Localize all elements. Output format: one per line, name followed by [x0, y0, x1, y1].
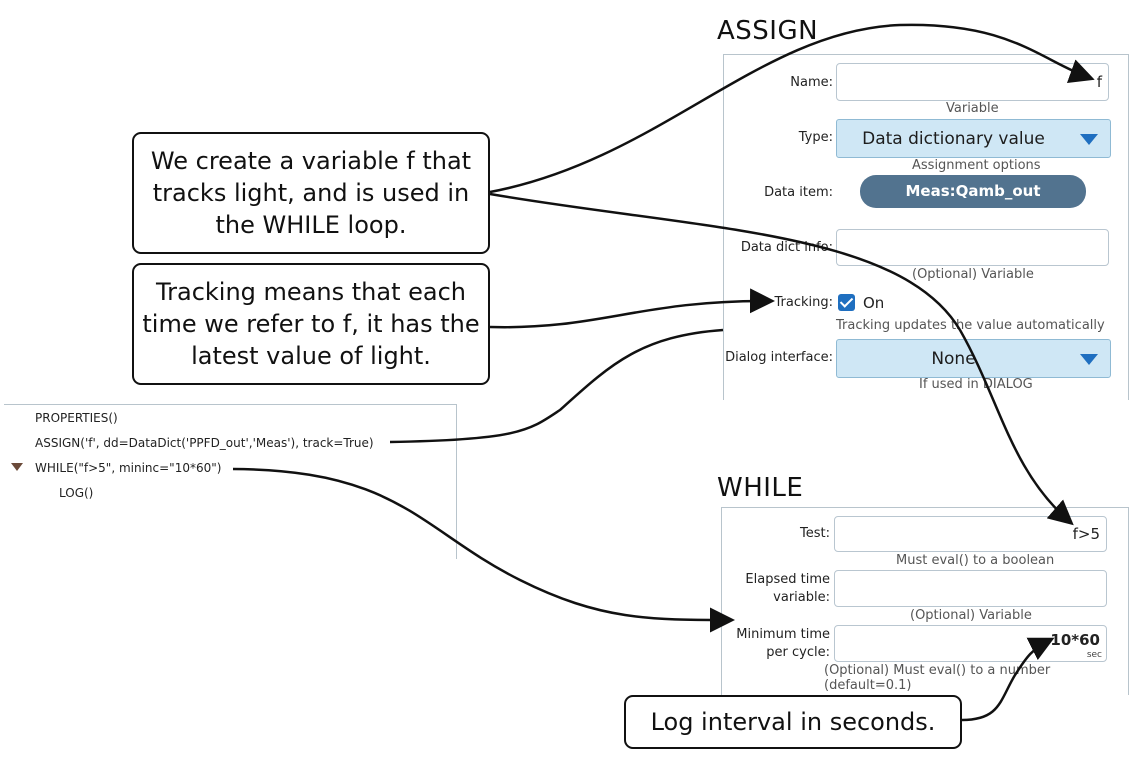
callout-tracking-line-1: Tracking means that each [156, 278, 466, 306]
data-item-button[interactable]: Meas:Qamb_out [860, 175, 1086, 208]
name-field[interactable]: f [836, 63, 1109, 101]
test-hint: Must eval() to a boolean [896, 553, 1055, 568]
data-item-label: Data item: [764, 185, 833, 200]
dd-info-label: Data dict info: [740, 240, 833, 255]
name-hint: Variable [946, 101, 999, 116]
callout-variable: We create a variable f that tracks light… [132, 132, 490, 254]
mincycle-field[interactable]: 10*60 sec [834, 625, 1107, 662]
callout-log-interval: Log interval in seconds. [624, 695, 962, 749]
tracking-value: On [863, 294, 885, 312]
assign-section-title: ASSIGN [717, 16, 819, 46]
callout-tracking-line-3: latest value of light. [191, 342, 431, 370]
callout-tracking: Tracking means that each time we refer t… [132, 263, 490, 385]
tracking-checkbox[interactable] [838, 294, 855, 311]
type-select[interactable]: Data dictionary value [836, 119, 1111, 158]
elapsed-field[interactable] [834, 570, 1107, 607]
code-line-assign[interactable]: ASSIGN('f', dd=DataDict('PPFD_out','Meas… [35, 436, 374, 450]
dd-info-field[interactable] [836, 229, 1109, 266]
type-hint: Assignment options [912, 158, 1041, 173]
tracking-label: Tracking: [774, 295, 834, 310]
chevron-down-icon [1080, 353, 1098, 365]
type-label: Type: [798, 130, 833, 145]
mincycle-value: 10*60 [1050, 631, 1100, 649]
while-section-title: WHILE [717, 473, 804, 503]
chevron-down-icon [1080, 133, 1098, 145]
assign-properties-panel: Name: f Variable Type: Data dictionary v… [723, 54, 1129, 400]
mincycle-hint: (Optional) Must eval() to a number (defa… [824, 663, 1051, 693]
test-label: Test: [800, 526, 830, 541]
type-select-value: Data dictionary value [862, 128, 1045, 149]
dialog-hint: If used in DIALOG [919, 377, 1033, 392]
dialog-label: Dialog interface: [725, 350, 833, 365]
callout-variable-line-3: the WHILE loop. [215, 211, 407, 239]
collapse-triangle-icon[interactable] [11, 463, 23, 471]
elapsed-label-1: Elapsed time [745, 572, 830, 587]
code-line-properties[interactable]: PROPERTIES() [35, 411, 118, 425]
mincycle-label-1: Minimum time [736, 627, 830, 642]
dialog-select[interactable]: None [836, 339, 1111, 378]
test-field[interactable]: f>5 [834, 516, 1107, 552]
program-outline: PROPERTIES() ASSIGN('f', dd=DataDict('PP… [4, 404, 457, 559]
elapsed-hint: (Optional) Variable [910, 608, 1032, 623]
dialog-select-value: None [931, 348, 976, 369]
test-value: f>5 [1072, 525, 1100, 543]
code-line-log[interactable]: LOG() [59, 486, 94, 500]
elapsed-label-2: variable: [773, 590, 830, 605]
while-properties-panel: Test: f>5 Must eval() to a boolean Elaps… [721, 507, 1129, 695]
dd-info-hint: (Optional) Variable [912, 267, 1034, 282]
name-value: f [1096, 73, 1102, 91]
mincycle-label-2: per cycle: [766, 645, 830, 660]
callout-variable-line-2: tracks light, and is used in [152, 179, 470, 207]
callout-tracking-line-2: time we refer to f, it has the [142, 310, 480, 338]
tracking-hint: Tracking updates the value automatically [836, 318, 1105, 333]
callout-variable-line-1: We create a variable f that [150, 147, 472, 175]
code-line-while[interactable]: WHILE("f>5", mininc="10*60") [35, 461, 222, 475]
mincycle-unit: sec [1086, 650, 1102, 660]
name-label: Name: [790, 75, 833, 90]
